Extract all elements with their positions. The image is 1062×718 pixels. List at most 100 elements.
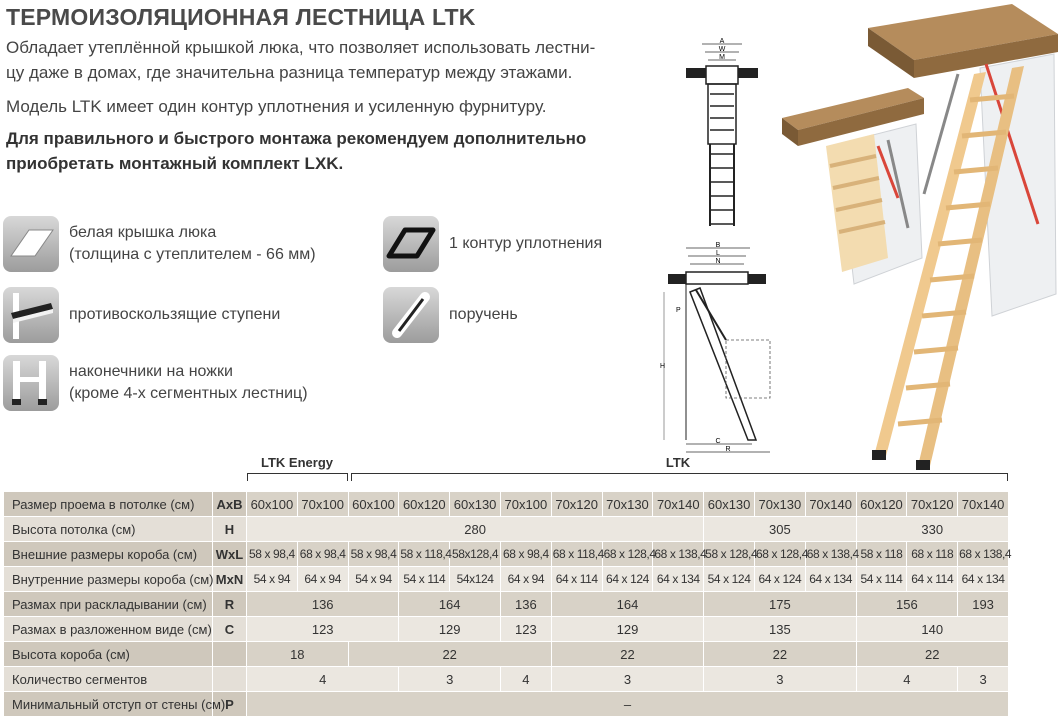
table-cell: 64 x 94 bbox=[500, 567, 551, 591]
table-cell: 68 x 138,4 bbox=[805, 542, 859, 566]
ladder-illustration-large bbox=[868, 4, 1058, 470]
table-cell: 193 bbox=[958, 592, 1008, 616]
table-cell: 123 bbox=[247, 617, 399, 641]
table-cell: 64 x 134 bbox=[805, 567, 856, 591]
table-cell: 70x130 bbox=[602, 492, 653, 516]
table-cell: 58 x 118,4 bbox=[399, 542, 452, 566]
feature-anti-slip-steps: противоскользящие ступени bbox=[3, 287, 280, 343]
table-cell: 305 bbox=[704, 517, 856, 541]
table-cell: 4 bbox=[500, 667, 551, 691]
table-cell: 123 bbox=[500, 617, 551, 641]
table-cell: 136 bbox=[247, 592, 399, 616]
row-symbol: AxB bbox=[213, 492, 246, 516]
table-cell: 54 x 94 bbox=[247, 567, 297, 591]
feature-hatch-cover: белая крышка люка (толщина с утеплителем … bbox=[3, 216, 316, 272]
table-cell: 68 x 128,4 bbox=[754, 542, 808, 566]
group-label-ltk-energy: LTK Energy bbox=[261, 455, 333, 470]
row-label: Размах при раскладывании (см) bbox=[4, 592, 212, 616]
table-cell: 68 x 118,4 bbox=[551, 542, 604, 566]
table-cell: 60x120 bbox=[856, 492, 907, 516]
table-cell: 68 x 128,4 bbox=[602, 542, 656, 566]
table-cell: 58 x 118 bbox=[856, 542, 907, 566]
feature-label: противоскользящие ступени bbox=[69, 306, 281, 323]
table-cell: 22 bbox=[348, 642, 551, 666]
dim-label-r: R bbox=[725, 446, 730, 453]
intro-line-1: Обладает утеплённой крышкой люка, что по… bbox=[6, 38, 596, 57]
row-label: Размер проема в потолке (см) bbox=[4, 492, 212, 516]
table-cell: 68 x 138,4 bbox=[958, 542, 1012, 566]
table-cell: 22 bbox=[551, 642, 704, 666]
table-cell: 54 x 114 bbox=[856, 567, 907, 591]
group-tick bbox=[351, 473, 352, 481]
table-cell: 60x100 bbox=[348, 492, 399, 516]
ladder-illustration-small bbox=[782, 88, 924, 285]
table-cell: 68 x 98,4 bbox=[500, 542, 551, 566]
table-cell: 54 x 94 bbox=[348, 567, 399, 591]
group-label-ltk: LTK bbox=[665, 455, 691, 470]
row-symbol: P bbox=[213, 692, 246, 716]
row-symbol: WxL bbox=[213, 542, 246, 566]
table-cell: 4 bbox=[247, 667, 399, 691]
table-cell: 129 bbox=[399, 617, 500, 641]
feature-label: поручень bbox=[449, 306, 518, 323]
table-cell: 54x124 bbox=[450, 567, 500, 591]
table-cell: 156 bbox=[856, 592, 958, 616]
table-cell: 22 bbox=[704, 642, 856, 666]
group-tick bbox=[1007, 473, 1008, 481]
intro-line-4: Для правильного и быстрого монтажа реком… bbox=[6, 129, 587, 148]
table-cell: 54 x 114 bbox=[399, 567, 450, 591]
table-cell: 22 bbox=[856, 642, 1008, 666]
table-cell: 60x130 bbox=[704, 492, 754, 516]
table-cell: 70x120 bbox=[551, 492, 602, 516]
row-symbol bbox=[213, 642, 246, 666]
feature-sublabel: (кроме 4-х сегментных лестниц) bbox=[69, 385, 308, 402]
dim-label-h: H bbox=[660, 363, 665, 370]
feature-sublabel: (толщина с утеплителем - 66 мм) bbox=[69, 246, 316, 263]
table-cell: 70x140 bbox=[653, 492, 704, 516]
hatch-cover-icon bbox=[3, 216, 59, 272]
table-cell: 164 bbox=[551, 592, 704, 616]
dim-label-n: N bbox=[715, 258, 720, 265]
row-symbol: MxN bbox=[213, 567, 246, 591]
table-cell: 58 x 98,4 bbox=[247, 542, 297, 566]
group-tick bbox=[247, 473, 248, 481]
row-symbol: C bbox=[213, 617, 246, 641]
table-cell: 60x130 bbox=[450, 492, 500, 516]
row-label: Минимальный отступ от стены (см) bbox=[4, 692, 225, 716]
row-label: Внутренние размеры короба (см) bbox=[4, 567, 213, 591]
group-tick bbox=[347, 473, 348, 481]
table-cell: 140 bbox=[856, 617, 1008, 641]
table-cell: 3 bbox=[958, 667, 1008, 691]
feature-label: наконечники на ножки bbox=[69, 363, 233, 380]
feature-seal-contour: 1 контур уплотнения bbox=[383, 216, 602, 272]
table-cell: 70x140 bbox=[805, 492, 856, 516]
intro-line-5: приобретать монтажный комплект LXK. bbox=[6, 154, 344, 173]
row-label: Внешние размеры короба (см) bbox=[4, 542, 212, 566]
dim-label-a: A bbox=[720, 38, 725, 45]
row-label: Высота короба (см) bbox=[4, 642, 212, 666]
dim-label-p: P bbox=[676, 307, 681, 314]
table-cell: 70x100 bbox=[297, 492, 348, 516]
page-title: ТЕРМОИЗОЛЯЦИОННАЯ ЛЕСТНИЦА LTK bbox=[6, 4, 476, 30]
row-label: Количество сегментов bbox=[4, 667, 212, 691]
intro-line-3: Модель LTK имеет один контур уплотнения … bbox=[6, 97, 547, 116]
table-cell: 70x140 bbox=[958, 492, 1008, 516]
front-view-drawing: A W M bbox=[686, 38, 758, 226]
table-cell: 3 bbox=[399, 667, 500, 691]
table-cell: 70x100 bbox=[500, 492, 551, 516]
table-cell: 68 x 138,4 bbox=[653, 542, 707, 566]
table-cell: 58 x 98,4 bbox=[348, 542, 399, 566]
leg-tips-icon bbox=[3, 355, 59, 411]
table-cell: 330 bbox=[856, 517, 1008, 541]
feature-label: белая крышка люка bbox=[69, 224, 217, 241]
table-cell: 3 bbox=[551, 667, 704, 691]
table-cell: 64 x 94 bbox=[297, 567, 348, 591]
